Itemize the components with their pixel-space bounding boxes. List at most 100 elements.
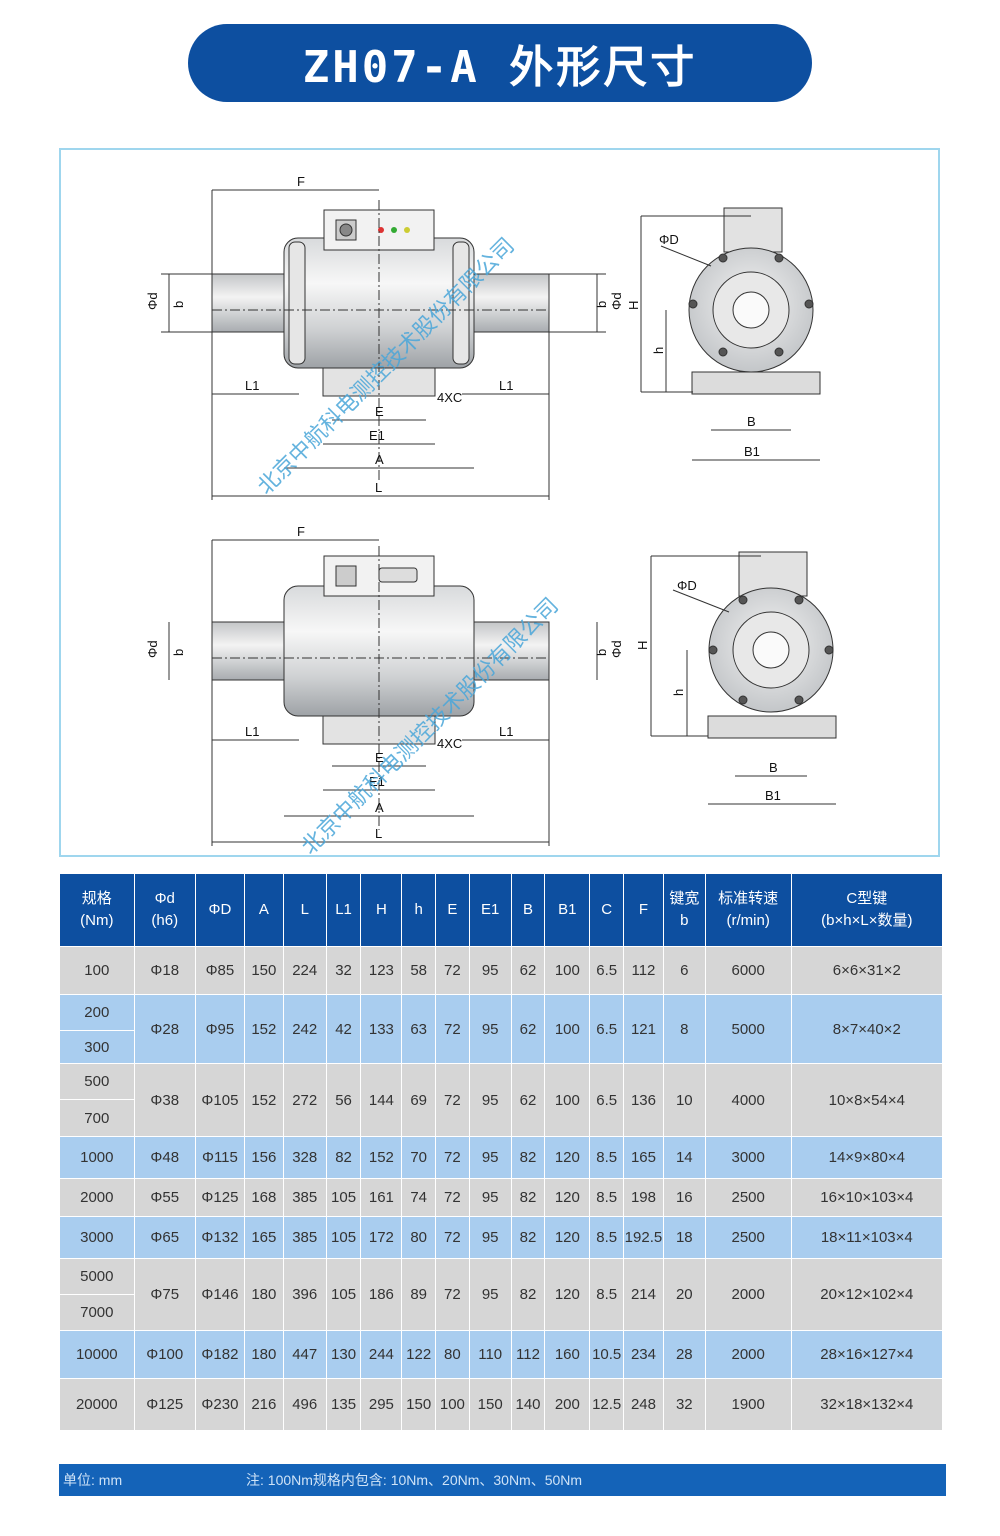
table-cell: 242 xyxy=(282,994,327,1064)
table-cell: 6.5 xyxy=(589,1063,625,1137)
table-cell: 328 xyxy=(282,1136,327,1179)
upper-end-view xyxy=(640,207,821,461)
footer-bar: 单位: mm 注: 100Nm规格内包含: 10Nm、20Nm、30Nm、50N… xyxy=(59,1464,946,1496)
column-header: ΦD xyxy=(194,873,245,947)
table-cell: Φ115 xyxy=(194,1136,245,1179)
table-cell: 105 xyxy=(325,1178,362,1217)
spec-cell: 2000 xyxy=(59,1178,135,1217)
table-cell: 244 xyxy=(360,1330,403,1379)
table-cell: 168 xyxy=(243,1178,284,1217)
table-cell: 32 xyxy=(662,1378,706,1431)
label-b-right: b xyxy=(594,301,609,308)
table-cell: 80 xyxy=(401,1216,437,1259)
table-cell: 105 xyxy=(325,1216,362,1259)
label-b-2: b xyxy=(171,649,186,656)
table-cell: 63 xyxy=(401,994,437,1064)
table-cell: 122 xyxy=(401,1330,437,1379)
column-header: C型键(b×h×L×数量) xyxy=(790,873,944,947)
spec-cell: 1000 xyxy=(59,1136,135,1179)
column-header-text: A xyxy=(258,901,269,918)
label-h: h xyxy=(651,347,666,354)
column-header: F xyxy=(623,873,664,947)
label-L-2: L xyxy=(375,826,382,841)
spec-cell: 200 xyxy=(59,994,135,1031)
label-L1-2: L1 xyxy=(245,724,259,739)
table-cell: 165 xyxy=(623,1136,664,1179)
spec-cell: 7000 xyxy=(59,1294,135,1331)
table-cell: 8.5 xyxy=(589,1136,625,1179)
unit-note: 单位: mm xyxy=(63,1472,123,1488)
column-header: h xyxy=(401,873,437,947)
table-cell: 447 xyxy=(282,1330,327,1379)
label-b: b xyxy=(171,301,186,308)
table-cell: 2000 xyxy=(704,1258,792,1331)
label-L1-right-2: L1 xyxy=(499,724,513,739)
table-cell: 14×9×80×4 xyxy=(790,1136,944,1179)
column-header: B1 xyxy=(544,873,591,947)
table-cell: Φ125 xyxy=(133,1378,196,1431)
column-header-text: L1 xyxy=(335,901,352,918)
table-cell: 144 xyxy=(360,1063,403,1137)
table-cell: 28 xyxy=(662,1330,706,1379)
table-cell: 152 xyxy=(243,1063,284,1137)
table-row: 7000 xyxy=(59,1294,943,1331)
label-E-2: E xyxy=(375,750,384,765)
table-cell: Φ65 xyxy=(133,1216,196,1259)
table-cell: 186 xyxy=(360,1258,403,1331)
table-cell: 136 xyxy=(623,1063,664,1137)
table-cell: 95 xyxy=(468,1178,512,1217)
spec-cell: 20000 xyxy=(59,1378,135,1431)
column-header-text: (r/min) xyxy=(726,912,770,929)
column-header-text: (h6) xyxy=(151,912,179,929)
table-cell: Φ182 xyxy=(194,1330,245,1379)
table-cell: 150 xyxy=(468,1378,512,1431)
upper-side-view xyxy=(161,189,606,500)
table-cell: 272 xyxy=(282,1063,327,1137)
spec-cell: 100 xyxy=(59,946,135,995)
table-cell: 62 xyxy=(510,1063,546,1137)
spec-cell: 5000 xyxy=(59,1258,135,1295)
label-phi-d-2: Φd xyxy=(145,640,160,658)
table-cell: 89 xyxy=(401,1258,437,1331)
label-L1: L1 xyxy=(245,378,259,393)
table-cell: 95 xyxy=(468,1258,512,1331)
label-H-2: H xyxy=(635,641,650,650)
spec-cell: 300 xyxy=(59,1030,135,1064)
spec-cell: 10000 xyxy=(59,1330,135,1379)
column-header: L xyxy=(282,873,327,947)
table-cell: 5000 xyxy=(704,994,792,1064)
table-cell: 14 xyxy=(662,1136,706,1179)
table-cell: 214 xyxy=(623,1258,664,1331)
table-cell: 6×6×31×2 xyxy=(790,946,944,995)
upper-end-labels: ΦD H h B B1 xyxy=(626,232,760,459)
table-cell: 120 xyxy=(544,1178,591,1217)
label-b-right-2: b xyxy=(594,649,609,656)
table-cell: 82 xyxy=(325,1136,362,1179)
table-cell: 165 xyxy=(243,1216,284,1259)
table-cell: 69 xyxy=(401,1063,437,1137)
table-cell: 72 xyxy=(435,1216,470,1259)
column-header-text: E1 xyxy=(481,901,500,918)
label-L1-right: L1 xyxy=(499,378,513,393)
table-cell: 130 xyxy=(325,1330,362,1379)
label-phi-d-right: Φd xyxy=(609,292,624,310)
label-L: L xyxy=(375,480,382,495)
column-header-text: H xyxy=(375,901,387,918)
table-cell: 62 xyxy=(510,946,546,995)
table-cell: 120 xyxy=(544,1258,591,1331)
column-header: 标准转速(r/min) xyxy=(704,873,792,947)
table-cell: 200 xyxy=(544,1378,591,1431)
table-cell: 6 xyxy=(662,946,706,995)
table-cell: 385 xyxy=(282,1216,327,1259)
table-cell: 180 xyxy=(243,1258,284,1331)
table-cell: 133 xyxy=(360,994,403,1064)
table-cell: Φ38 xyxy=(133,1063,196,1137)
lower-end-view xyxy=(650,551,837,805)
table-cell: 10.5 xyxy=(589,1330,625,1379)
range-note: 注: 100Nm规格内包含: 10Nm、20Nm、30Nm、50Nm xyxy=(246,1472,583,1488)
